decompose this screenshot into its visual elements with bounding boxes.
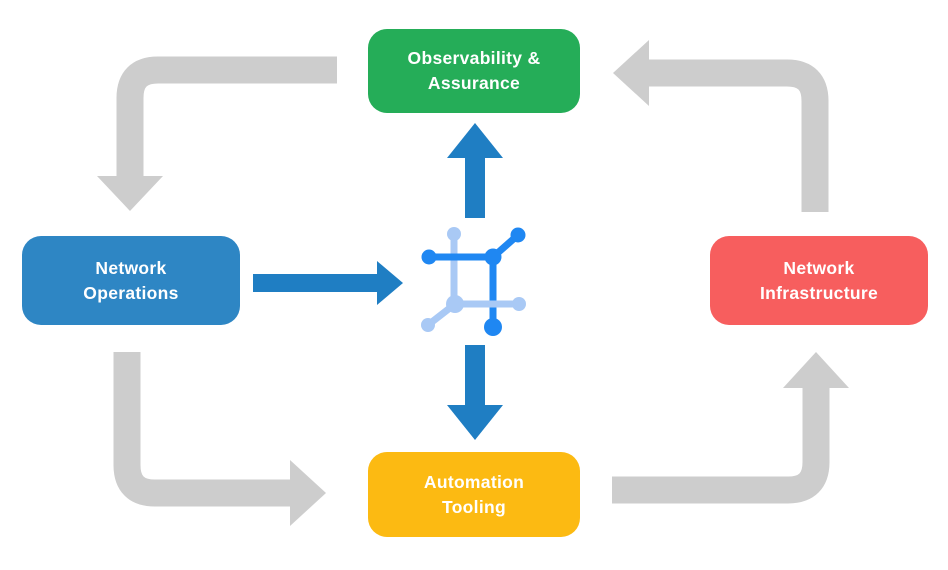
arrow-head-down [97, 176, 163, 211]
arrow-head-left [613, 40, 649, 106]
arrow-head-right [377, 261, 403, 305]
node-label-line: Assurance [427, 73, 521, 93]
arrow-operations-to-automation [113, 352, 326, 526]
arrow-center-to-observability [447, 123, 503, 218]
node-label-line: Automation [423, 471, 525, 492]
arrow-infrastructure-to-observability [613, 40, 829, 212]
node-label-line: Observability & [407, 48, 541, 69]
node-label-line: Operations [83, 282, 179, 303]
node-label-line: Tooling [442, 496, 506, 517]
mesh-light-top [447, 227, 461, 304]
arrow-operations-to-center [253, 261, 403, 305]
node-network-infrastructure: Network Infrastructure [710, 236, 928, 325]
node-label-line: Network [783, 257, 855, 278]
arrow-head-down [447, 405, 503, 440]
node-label-line: Infrastructure [760, 282, 878, 303]
mesh-dark-branches [421, 227, 526, 336]
mesh-light-bottom [421, 295, 526, 332]
arrow-automation-to-infrastructure [612, 352, 849, 504]
arrow-head-up [447, 123, 503, 158]
node-label-line: Network [95, 257, 167, 278]
node-observability-assurance: Observability & Assurance [368, 29, 580, 113]
network-mesh-icon [421, 227, 526, 336]
arrow-center-to-automation [447, 345, 503, 440]
arrow-head-right [290, 460, 326, 526]
arrow-observability-to-operations [97, 56, 337, 211]
node-automation-tooling: Automation Tooling [368, 452, 580, 537]
node-network-operations: Network Operations [22, 236, 240, 325]
arrow-head-up [783, 352, 849, 388]
